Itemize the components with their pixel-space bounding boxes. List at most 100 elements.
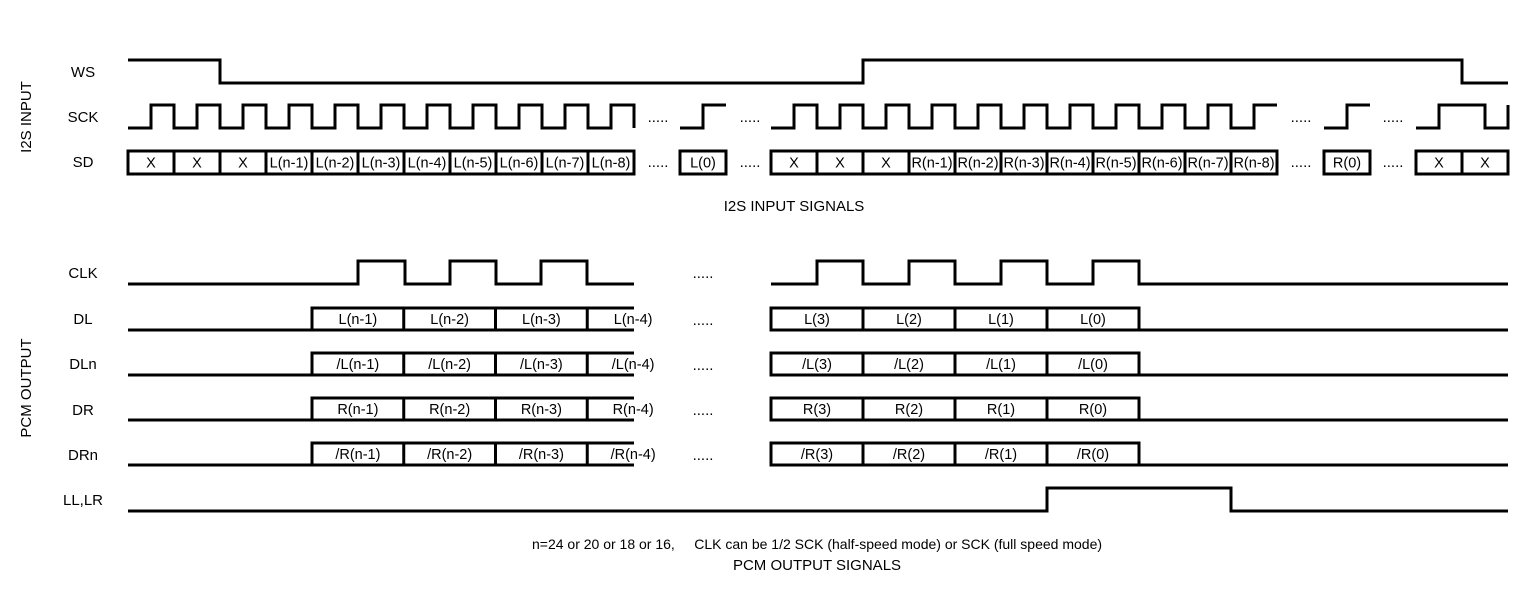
sck-signal-label: SCK: [68, 109, 99, 126]
dr-signal-label: DR: [72, 402, 94, 419]
sd-group-3-cell: R(n-2): [957, 156, 998, 172]
sck-segment-4: [1324, 103, 1370, 130]
drn-ellipsis: .....: [693, 447, 714, 464]
sd-ellipsis-4: .....: [1383, 154, 1404, 171]
dr-frame-left: [310, 396, 634, 422]
dr-cell: R(n-2): [429, 402, 470, 418]
dr-cell: R(n-4): [613, 402, 654, 418]
sd-group-2-cell: L(0): [690, 156, 716, 172]
sd-group-1-cell: L(n-5): [454, 156, 493, 172]
dln-frame-left: [310, 351, 634, 377]
sd-group-3-cell: R(n-7): [1187, 156, 1228, 172]
drn-row: /R(n-1) /R(n-2) /R(n-3) /R(n-4)..... /R(3) /R…: [128, 441, 1508, 467]
mode-note: n=24 or 20 or 18 or 16, CLK can be 1/2 S…: [532, 536, 1102, 552]
drn-cell: /R(n-1): [335, 447, 380, 463]
pcm-output-section-label: PCM OUTPUT: [18, 338, 35, 437]
dr-cell: R(0): [1079, 402, 1107, 418]
sck-ellipsis-4: .....: [1383, 109, 1404, 126]
sd-group-1-cell: L(n-2): [316, 156, 355, 172]
dl-cell: L(0): [1080, 312, 1106, 328]
sck-ellipsis-1: .....: [648, 109, 669, 126]
dl-cell: L(2): [896, 312, 922, 328]
drn-cell: /R(n-4): [611, 447, 656, 463]
dl-cell: L(1): [988, 312, 1014, 328]
dln-ellipsis: .....: [693, 357, 714, 374]
sd-group-3-cell: R(n-3): [1003, 156, 1044, 172]
sck-ellipsis-2: .....: [740, 109, 761, 126]
sd-group-3-cell: R(n-8): [1233, 156, 1274, 172]
dr-cell: R(2): [895, 402, 923, 418]
sck-ellipsis-3: .....: [1291, 109, 1312, 126]
sd-group-1-cell: X: [192, 156, 202, 172]
dl-cell: L(n-3): [522, 312, 561, 328]
dln-cell: /L(n-4): [612, 357, 655, 373]
dl-cell: L(n-4): [614, 312, 653, 328]
sd-group-5-cell: X: [1434, 156, 1444, 172]
dln-cell: /L(0): [1078, 357, 1108, 373]
ll-lr-signal-label: LL,LR: [63, 492, 103, 509]
dln-cell: /L(n-2): [428, 357, 471, 373]
sck-waveform: [128, 103, 1510, 130]
drn-cell: /R(2): [893, 447, 925, 463]
drn-frame-left: [310, 441, 634, 467]
dr-cell: R(n-1): [337, 402, 378, 418]
sck-segment-2: [680, 103, 726, 130]
dln-cell: /L(2): [894, 357, 924, 373]
ll-lr-waveform: [128, 486, 1508, 513]
sd-group-3-frame: [769, 149, 1279, 176]
sd-ellipsis-1: .....: [648, 154, 669, 171]
dl-ellipsis: .....: [693, 312, 714, 329]
sd-group-5-cell: X: [1480, 156, 1490, 172]
dr-ellipsis: .....: [693, 402, 714, 419]
drn-cell: /R(3): [801, 447, 833, 463]
drn-cell: /R(n-3): [519, 447, 564, 463]
sd-ellipsis-3: .....: [1291, 154, 1312, 171]
sck-segment-1: [128, 103, 636, 130]
sd-group-4-cell: R(0): [1333, 156, 1361, 172]
sd-group-3-cell: X: [881, 156, 891, 172]
drn-cell: /R(1): [985, 447, 1017, 463]
dl-cell: L(3): [804, 312, 830, 328]
sd-group-1-cell: X: [146, 156, 156, 172]
sd-group-1-cell: L(n-1): [270, 156, 309, 172]
dln-cell: /L(n-3): [520, 357, 563, 373]
pcm-signals-caption: PCM OUTPUT SIGNALS: [733, 557, 901, 574]
sd-group-1-cell: L(n-8): [592, 156, 631, 172]
i2s-signals-caption: I2S INPUT SIGNALS: [724, 198, 865, 215]
sd-group-1-cell: L(n-7): [546, 156, 585, 172]
sd-group-1-cell: L(n-6): [500, 156, 539, 172]
dr-cell: R(3): [803, 402, 831, 418]
clk-waveform-left: [128, 259, 634, 286]
sck-segment-3: [771, 103, 1277, 130]
sd-ellipsis-2: .....: [740, 154, 761, 171]
dln-cell: /L(3): [802, 357, 832, 373]
i2s-input-section-label: I2S INPUT: [18, 81, 35, 153]
drn-cell: /R(0): [1077, 447, 1109, 463]
sd-group-1-cell: X: [238, 156, 248, 172]
dr-row: R(n-1)R(n-2)R(n-3)R(n-4).....R(3)R(2)R(1…: [128, 396, 1508, 422]
sd-group-1-frame: [126, 149, 636, 176]
sck-segment-5: [1416, 103, 1510, 130]
sd-group-3-cell: R(n-5): [1095, 156, 1136, 172]
sd-group-2-frame: [678, 149, 728, 176]
drn-cell: /R(n-2): [427, 447, 472, 463]
dl-cell: L(n-2): [430, 312, 469, 328]
clk-waveform-right: [771, 259, 1508, 286]
clk-ellipsis: .....: [693, 265, 714, 282]
dl-frame-left: [310, 306, 634, 332]
dl-signal-label: DL: [73, 311, 92, 328]
sd-group-3-cell: R(n-6): [1141, 156, 1182, 172]
dln-cell: /L(1): [986, 357, 1016, 373]
sd-group-3-cell: R(n-4): [1049, 156, 1090, 172]
dln-signal-label: DLn: [69, 356, 97, 373]
sd-group-1-cell: L(n-4): [408, 156, 447, 172]
dl-row: L(n-1) L(n-2) L(n-3) L(n-4)..... L(3) L(2) L(1…: [128, 306, 1508, 332]
sd-group-3-cell: X: [789, 156, 799, 172]
dl-cell: L(n-1): [339, 312, 378, 328]
sd-group-4-frame: [1322, 149, 1372, 176]
dln-row: /L(n-1)/L(n-2)/L(n-3)/L(n-4)...../L(3)/L…: [128, 351, 1508, 377]
ws-waveform: [128, 58, 1508, 85]
dr-cell: R(n-3): [521, 402, 562, 418]
clk-signal-label: CLK: [68, 265, 97, 282]
